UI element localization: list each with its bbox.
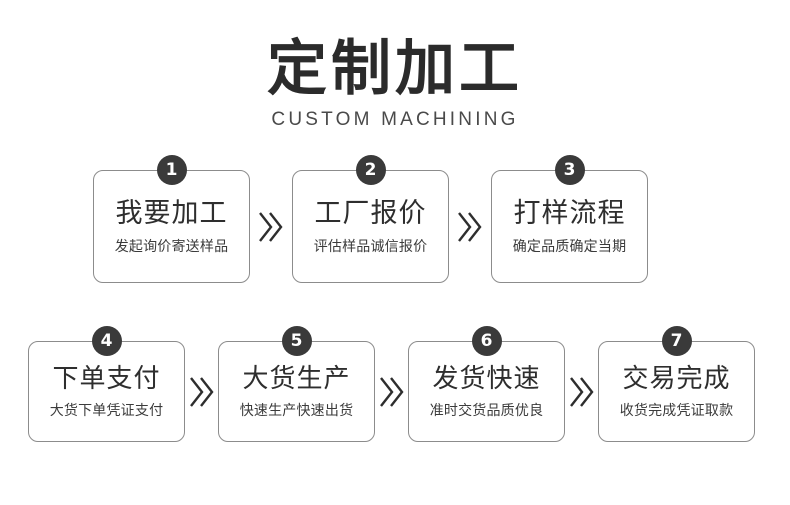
double-chevron-right-icon [565,375,598,409]
step-title: 大货生产 [242,364,351,394]
page-subtitle: CUSTOM MACHINING [271,109,519,130]
step-number-badge: 4 [91,326,122,356]
step-title: 发货快速 [432,364,541,394]
step-number-badge: 2 [355,155,386,185]
step-description: 确定品质确定当期 [512,239,627,255]
step-card[interactable]: 下单支付大货下单凭证支付 [28,341,185,442]
step-title: 我要加工 [115,198,228,229]
double-chevron-right-icon [449,210,491,244]
step-title: 下单支付 [52,364,161,394]
step-card[interactable]: 大货生产快速生产快速出货 [218,341,375,442]
page-header: 定制加工 CUSTOM MACHINING [0,36,790,132]
step-card[interactable]: 打样流程确定品质确定当期 [491,170,648,283]
step-number-badge: 6 [471,326,502,356]
step-number-badge: 3 [554,155,585,185]
step-description: 收货完成凭证取款 [619,403,734,419]
step-card[interactable]: 工厂报价评估样品诚信报价 [292,170,449,283]
step-title: 工厂报价 [314,198,427,229]
step-title: 交易完成 [622,364,731,394]
step-number-badge: 7 [661,326,692,356]
double-chevron-right-icon [375,375,408,409]
page-title: 定制加工 [267,34,523,104]
double-chevron-right-icon [250,210,292,244]
step-description: 快速生产快速出货 [239,403,354,419]
step-number-badge: 1 [156,155,187,185]
step-card[interactable]: 我要加工发起询价寄送样品 [93,170,250,283]
step-title: 打样流程 [513,198,626,229]
step-description: 发起询价寄送样品 [114,239,229,255]
step-number-badge: 5 [281,326,312,356]
step-description: 准时交货品质优良 [429,403,544,419]
step-card[interactable]: 交易完成收货完成凭证取款 [598,341,755,442]
step-card[interactable]: 发货快速准时交货品质优良 [408,341,565,442]
step-description: 大货下单凭证支付 [49,403,164,419]
double-chevron-right-icon [185,375,218,409]
step-description: 评估样品诚信报价 [313,239,428,255]
